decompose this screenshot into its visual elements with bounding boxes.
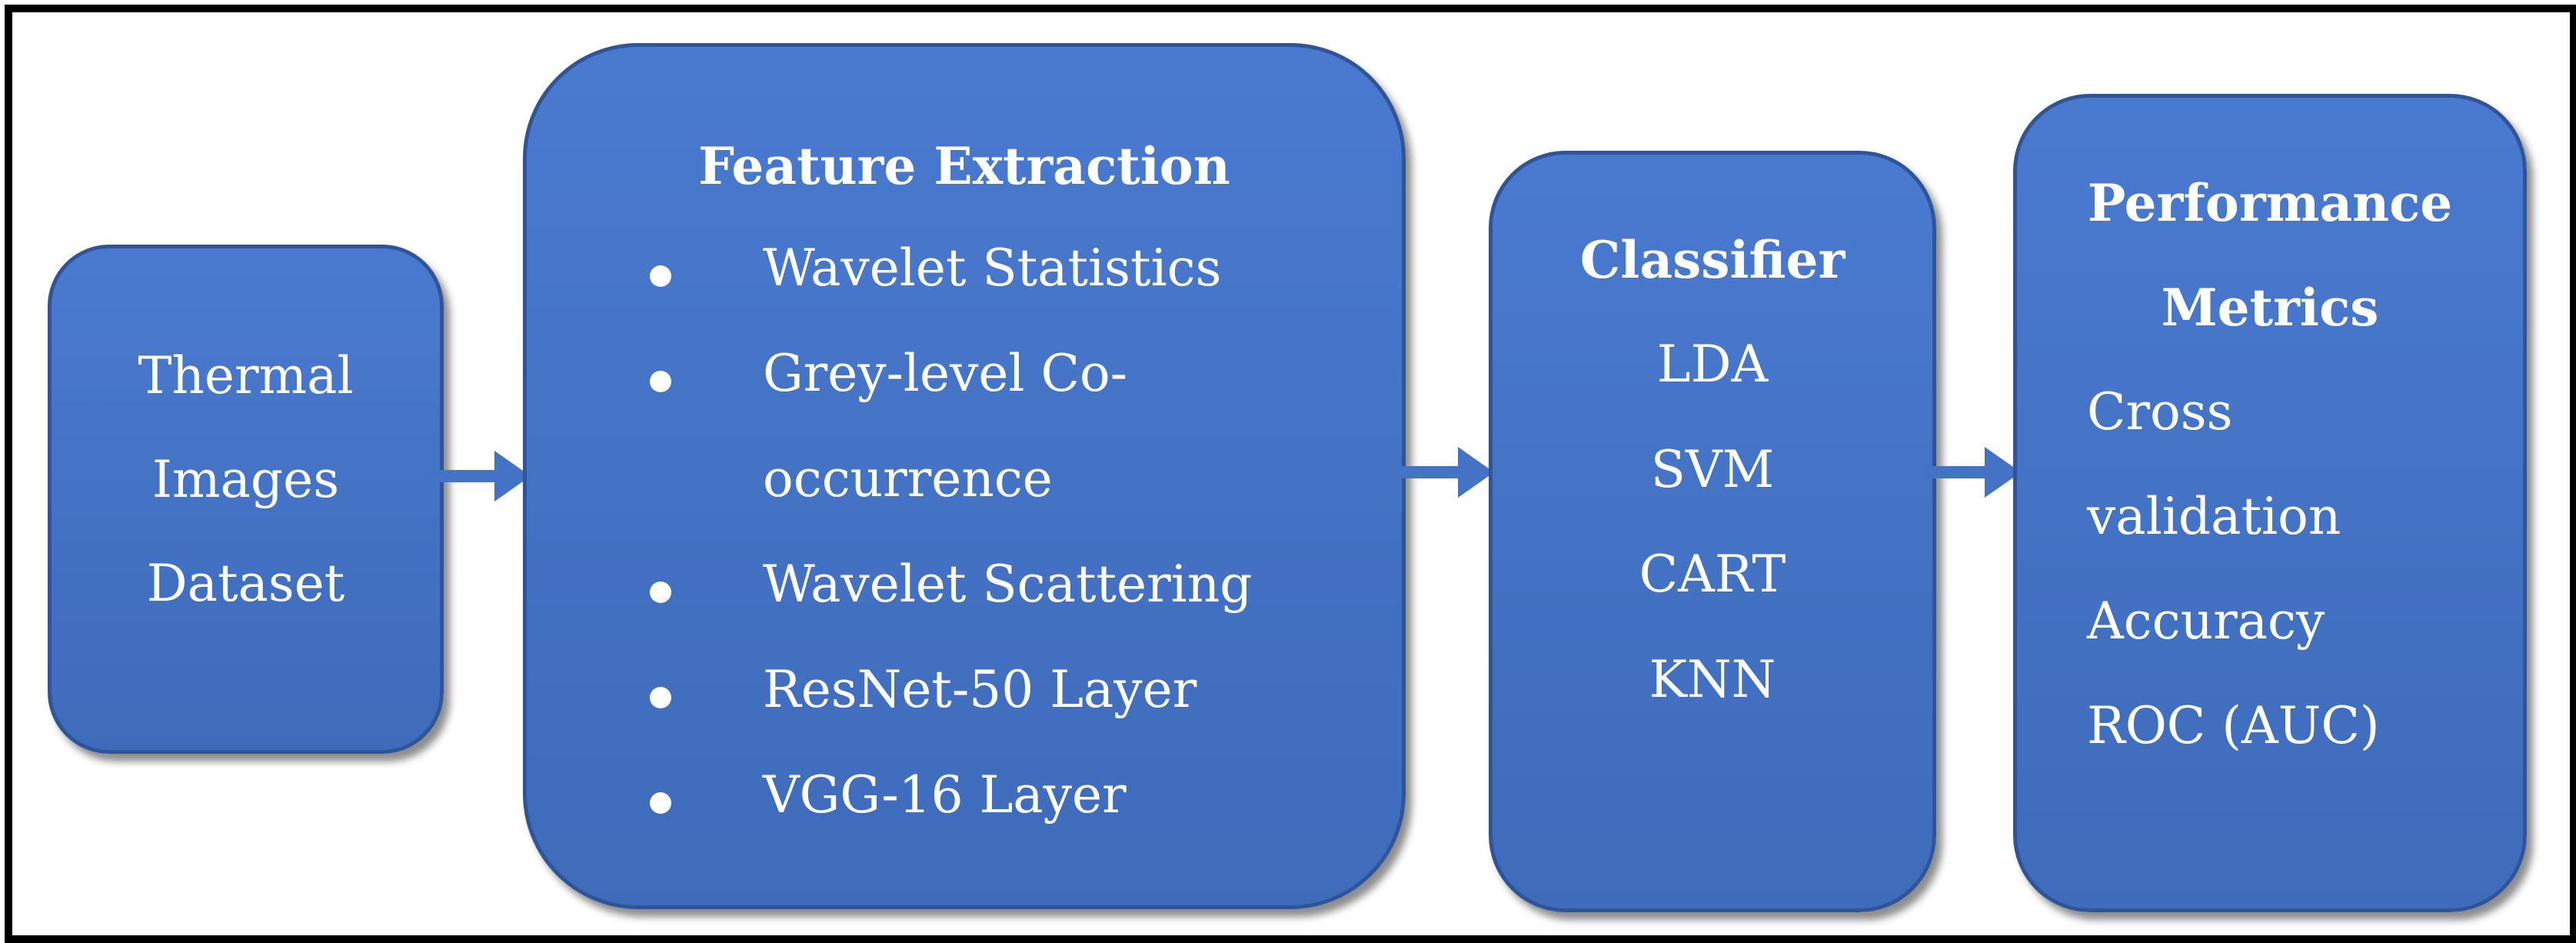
metric-item-accuracy: Accuracy [2087,591,2325,651]
bullet-icon [650,265,671,287]
classifier-item-cart: CART [1639,545,1786,604]
bullet-icon [650,371,671,392]
metrics-title-line-2: Metrics [2161,278,2379,338]
metric-item-cross: Cross [2087,382,2233,442]
feature-extraction-box: Feature Extraction Wavelet Statistics Gr… [523,43,1406,909]
feature-item-glcm-line-1: Grey-level Co- [763,344,1128,403]
feature-extraction-title: Feature Extraction [698,136,1230,196]
feature-item-wavelet-scattering: Wavelet Scattering [763,555,1253,614]
arrow-to-performance-metrics [1921,447,2021,498]
bullet-icon [650,792,671,814]
metrics-title-line-1: Performance [2087,173,2453,233]
metric-item-roc-auc: ROC (AUC) [2087,696,2380,755]
input-line-2: Images [151,450,340,509]
arrow-to-feature-extraction [427,451,531,501]
classifier-item-lda: LDA [1656,335,1769,394]
classifier-title: Classifier [1579,230,1845,290]
classifier-box: Classifier LDA SVM CART KNN [1489,151,1936,912]
feature-item-wavelet-statistics: Wavelet Statistics [763,238,1222,298]
feature-item-glcm-line-2: occurrence [763,449,1053,508]
thermal-images-dataset-box: Thermal Images Dataset [48,245,444,754]
metric-item-validation: validation [2087,487,2341,546]
bullet-icon [650,687,671,708]
feature-item-vgg16: VGG-16 Layer [763,765,1127,825]
diagram-frame [5,5,2576,943]
arrow-to-classifier [1390,447,1494,498]
performance-metrics-box: Performance Metrics Cross validation Acc… [2013,94,2527,912]
input-line-3: Dataset [146,554,345,613]
input-line-1: Thermal [138,346,354,405]
classifier-item-knn: KNN [1649,650,1776,709]
feature-item-resnet50: ResNet-50 Layer [763,660,1197,719]
bullet-icon [650,581,671,603]
classifier-item-svm: SVM [1650,440,1775,499]
